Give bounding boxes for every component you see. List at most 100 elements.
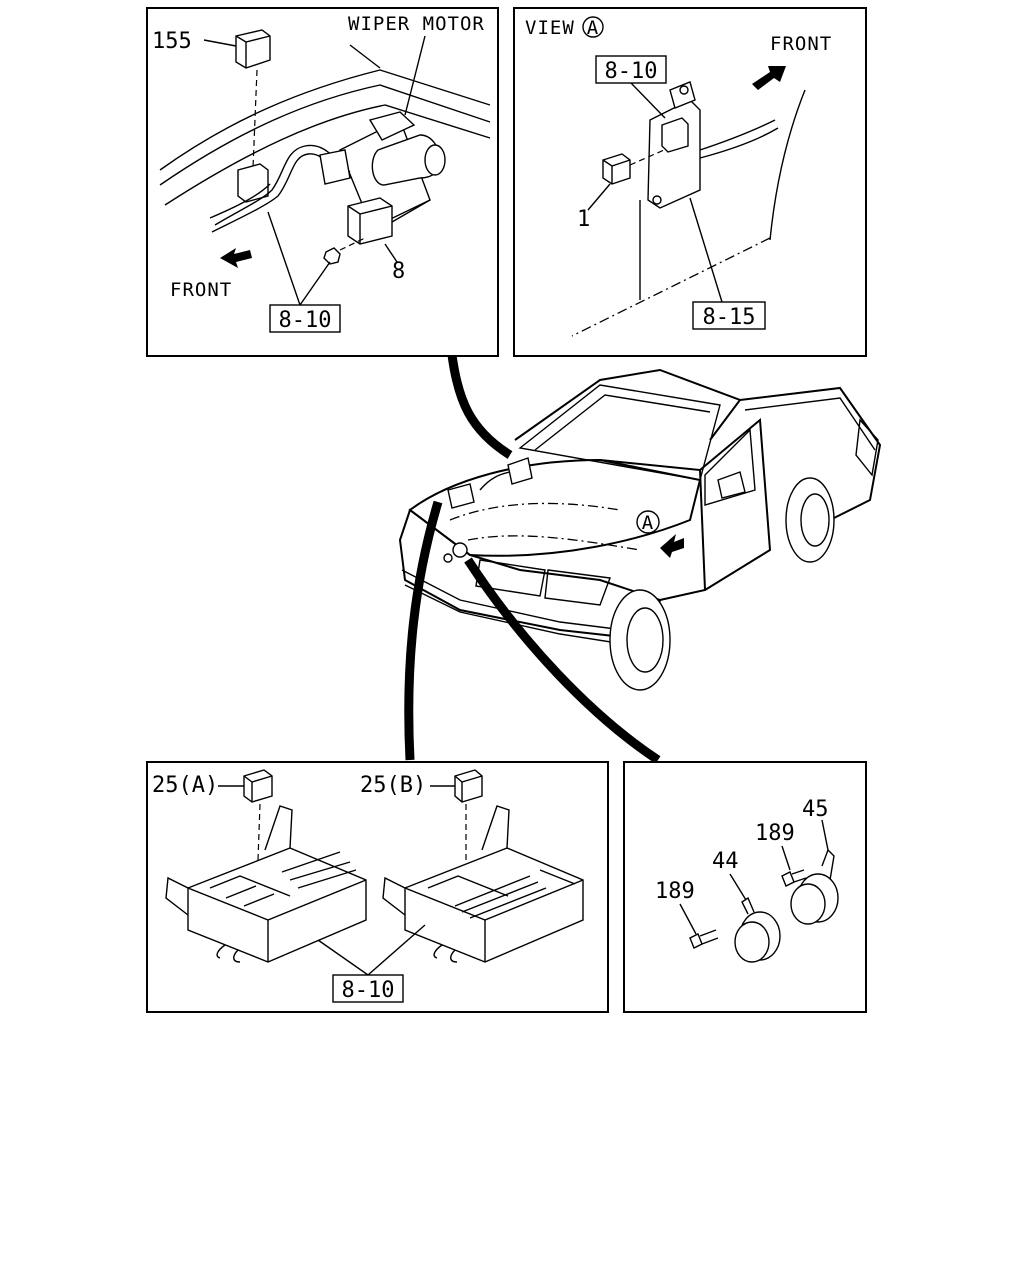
relay-1-edge bbox=[602, 159, 631, 184]
front-fender bbox=[599, 459, 707, 601]
callout-155: 155 bbox=[152, 29, 192, 54]
front-arrow-icon bbox=[220, 248, 252, 268]
wiper-motor-location bbox=[507, 457, 533, 485]
leader-to-relay-panel bbox=[404, 500, 443, 761]
relay-25b-edge bbox=[454, 775, 483, 802]
horn-44-face bbox=[734, 921, 770, 963]
relay-8-edge bbox=[347, 205, 393, 244]
relay-box-a-top bbox=[187, 879, 367, 962]
relay-25a-edge bbox=[243, 775, 273, 802]
view-caption: VIEW bbox=[525, 17, 575, 39]
body-line bbox=[571, 237, 771, 337]
wire-exit bbox=[433, 944, 458, 963]
horn-panel: 45 189 44 189 bbox=[623, 761, 867, 1013]
callout-45: 45 bbox=[802, 797, 829, 822]
relay-box-b-cells bbox=[427, 869, 576, 919]
relay-25b bbox=[454, 769, 483, 803]
install-axis bbox=[252, 69, 258, 169]
truck-bed bbox=[739, 386, 882, 521]
windshield bbox=[518, 384, 721, 481]
bolt-189-lower-shank bbox=[699, 929, 719, 945]
rear-wheel bbox=[785, 477, 835, 563]
wiring-harness bbox=[214, 144, 351, 226]
horn-location bbox=[443, 553, 453, 563]
cowl-line bbox=[159, 84, 491, 186]
callout-1: 1 bbox=[577, 207, 590, 232]
harness bbox=[699, 119, 776, 151]
relay-155 bbox=[235, 29, 271, 69]
leader-line bbox=[689, 197, 723, 303]
wiper-motor-cap bbox=[424, 144, 446, 176]
leader-curves bbox=[404, 354, 661, 764]
cab-roof bbox=[514, 368, 742, 441]
hood bbox=[408, 458, 702, 557]
leader-line bbox=[781, 845, 791, 871]
front-wheel-hub bbox=[626, 607, 664, 673]
ref-8-10-label: 8-10 bbox=[605, 59, 658, 84]
hood-dash bbox=[449, 502, 621, 521]
relay-box-b-flange bbox=[382, 876, 406, 916]
rear-wheel-hub bbox=[800, 493, 830, 547]
relay-155-edge bbox=[235, 35, 271, 68]
relay-bracket bbox=[391, 199, 431, 223]
leader-line bbox=[629, 81, 666, 119]
cowl-line bbox=[159, 69, 491, 171]
view-arrow-icon bbox=[660, 534, 684, 558]
horn-location bbox=[452, 542, 468, 558]
horn-44-bracket bbox=[741, 896, 755, 915]
harness-location bbox=[479, 471, 511, 491]
grille bbox=[475, 559, 546, 597]
wire-exit bbox=[216, 944, 241, 963]
fender-line bbox=[769, 89, 806, 241]
wiper-panel-frame bbox=[146, 7, 499, 357]
wiring-harness bbox=[209, 183, 271, 219]
leader-line bbox=[821, 819, 829, 851]
headlight bbox=[544, 569, 611, 606]
wiper-motor-caption: WIPER MOTOR bbox=[348, 13, 485, 35]
relay-box-a-tab bbox=[264, 805, 293, 851]
relay-box-panel: 25(A) 25(B) 8-10 bbox=[146, 761, 609, 1013]
view-a-marker-letter: A bbox=[642, 512, 654, 534]
bolt-189-upper-shank bbox=[791, 869, 807, 883]
callout-25a: 25(A) bbox=[152, 773, 218, 798]
mirror bbox=[717, 471, 746, 499]
ref-8-15-label: 8-15 bbox=[703, 305, 756, 330]
front-wheel bbox=[609, 589, 671, 691]
relay-8 bbox=[347, 197, 393, 245]
view-a-panel: VIEW A FRONT 1 8-10 8-15 bbox=[513, 7, 867, 357]
cowl-line bbox=[164, 104, 491, 206]
relay-1 bbox=[602, 153, 631, 185]
harness bbox=[699, 127, 779, 159]
callout-25b: 25(B) bbox=[360, 773, 426, 798]
ref-box-8-10 bbox=[595, 55, 667, 84]
relay-box-location bbox=[447, 483, 475, 509]
relay-25a bbox=[243, 769, 273, 803]
leader-line bbox=[679, 903, 697, 935]
callout-189-upper: 189 bbox=[755, 821, 795, 846]
cowl-line bbox=[349, 44, 381, 69]
nut bbox=[323, 247, 341, 265]
bumper bbox=[404, 584, 631, 646]
install-axis bbox=[339, 237, 366, 251]
wiper-motor-panel: 155 WIPER MOTOR 8 FRONT 8-10 bbox=[146, 7, 499, 357]
view-a-marker bbox=[636, 510, 660, 534]
bracket-hole bbox=[679, 85, 689, 95]
ref-8-10-label: 8-10 bbox=[279, 308, 332, 333]
bracket-hole bbox=[652, 195, 662, 205]
hood-dash bbox=[467, 535, 641, 551]
callout-44: 44 bbox=[712, 849, 739, 874]
truck-bed-rail bbox=[744, 397, 876, 451]
horn-45-face bbox=[790, 883, 826, 925]
leader-to-horn-panel bbox=[464, 557, 661, 764]
ref-8-10-label: 8-10 bbox=[342, 978, 395, 1003]
relay-box-b-top bbox=[404, 879, 584, 962]
wiper-motor-mount bbox=[368, 111, 416, 141]
windshield-inner bbox=[534, 394, 711, 451]
door-window bbox=[704, 428, 756, 506]
relay-box-a-flange bbox=[165, 876, 189, 916]
front-arrow-icon bbox=[752, 66, 786, 90]
leader-line bbox=[587, 183, 611, 211]
callout-8: 8 bbox=[392, 259, 405, 284]
door bbox=[699, 417, 772, 591]
front-label: FRONT bbox=[770, 33, 832, 55]
